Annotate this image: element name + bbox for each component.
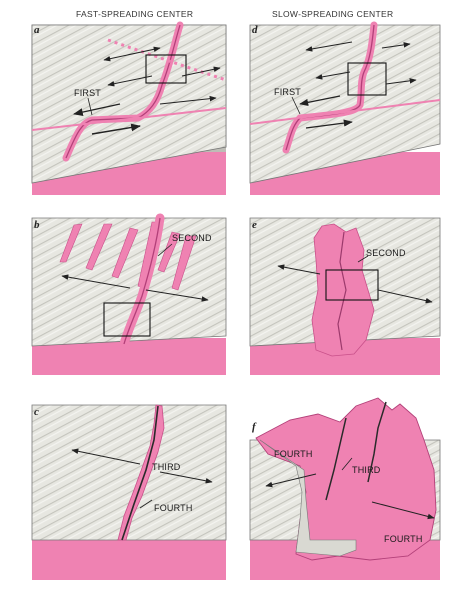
panel-b-label: SECOND xyxy=(172,233,212,243)
panel-a-letter: a xyxy=(34,24,40,36)
panel-a-label: FIRST xyxy=(74,88,101,98)
column-heading-fast: FAST-SPREADING CENTER xyxy=(76,9,193,19)
panel-a: a FIRST xyxy=(32,24,226,195)
panel-f-letter: f xyxy=(252,421,257,433)
panel-c-label-fourth: FOURTH xyxy=(154,503,193,513)
panel-f-label-fourth-right: FOURTH xyxy=(384,534,423,544)
panel-f: f FOURTH THIRD FOURTH xyxy=(250,398,440,580)
panel-c-magma-block xyxy=(32,540,226,580)
panel-f-label-third: THIRD xyxy=(352,465,381,475)
panel-e-letter: e xyxy=(252,219,257,231)
panel-c-label-third: THIRD xyxy=(152,462,181,472)
panel-e-label: SECOND xyxy=(366,248,406,258)
panel-d: d FIRST xyxy=(250,24,440,195)
panel-b-letter: b xyxy=(34,219,40,231)
panel-d-label: FIRST xyxy=(274,87,301,97)
panel-d-letter: d xyxy=(252,24,258,36)
panel-c-letter: c xyxy=(34,406,39,418)
panel-e: e SECOND xyxy=(250,218,440,375)
panel-c: c THIRD FOURTH xyxy=(32,405,226,580)
panel-f-label-fourth-left: FOURTH xyxy=(274,449,313,459)
panel-b: b SECOND xyxy=(32,218,226,375)
column-heading-slow: SLOW-SPREADING CENTER xyxy=(272,9,393,19)
